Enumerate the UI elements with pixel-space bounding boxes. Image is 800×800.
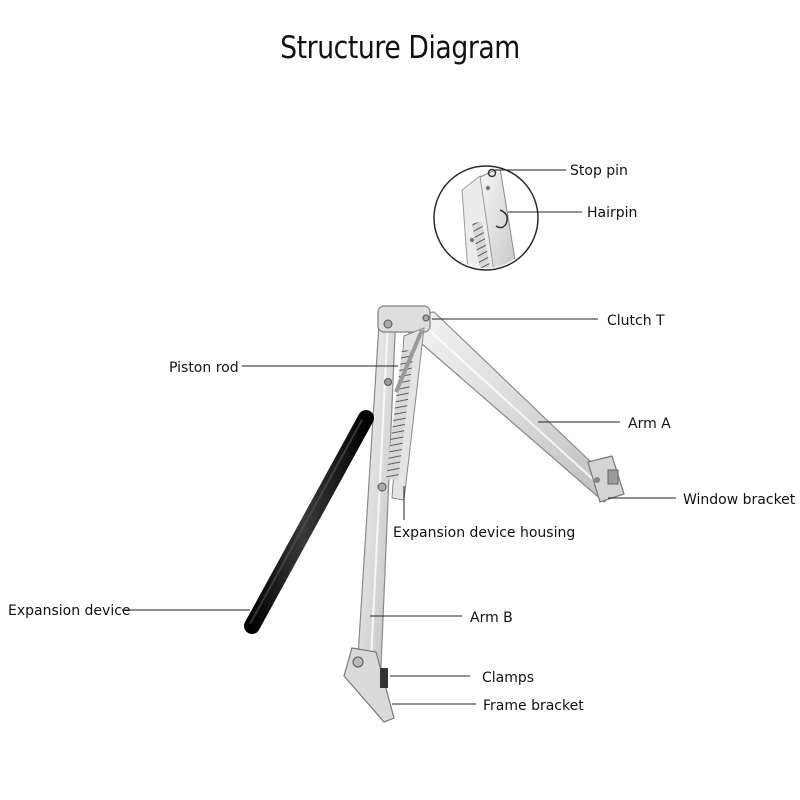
label-frame-bracket: Frame bracket [483,698,584,714]
label-piston-rod: Piston rod [169,360,239,376]
inset-hairpin [495,209,508,229]
label-clutch-t: Clutch T [607,313,665,329]
spring [386,349,414,481]
detail-inset [433,165,539,271]
leader-lines [122,169,676,705]
label-window-bracket: Window bracket [683,492,796,508]
inset-spring [471,221,495,268]
clamp [380,668,388,688]
window-bracket [587,455,625,503]
label-arm-b: Arm B [470,610,513,626]
label-expansion-device: Expansion device [8,603,131,619]
rivet [384,378,392,386]
label-stop-pin: Stop pin [570,163,628,179]
inset-stop-pin [487,168,497,178]
label-hairpin: Hairpin [587,205,637,221]
label-expansion-device-housing: Expansion device housing [393,525,575,541]
label-arm-a: Arm A [628,416,671,432]
frame-bracket-part [343,647,395,723]
inset-rivet [485,185,491,191]
arm-a-highlight [419,321,609,494]
piston-rod-part [394,329,424,393]
arm-b [355,307,397,691]
expansion-device-part [244,410,374,634]
arm-a [390,311,619,503]
inset-rivet [469,237,475,243]
page-title: Structure Diagram [280,30,520,66]
rivet [377,482,387,492]
label-clamps: Clamps [482,670,534,686]
top-hinge [377,305,431,333]
